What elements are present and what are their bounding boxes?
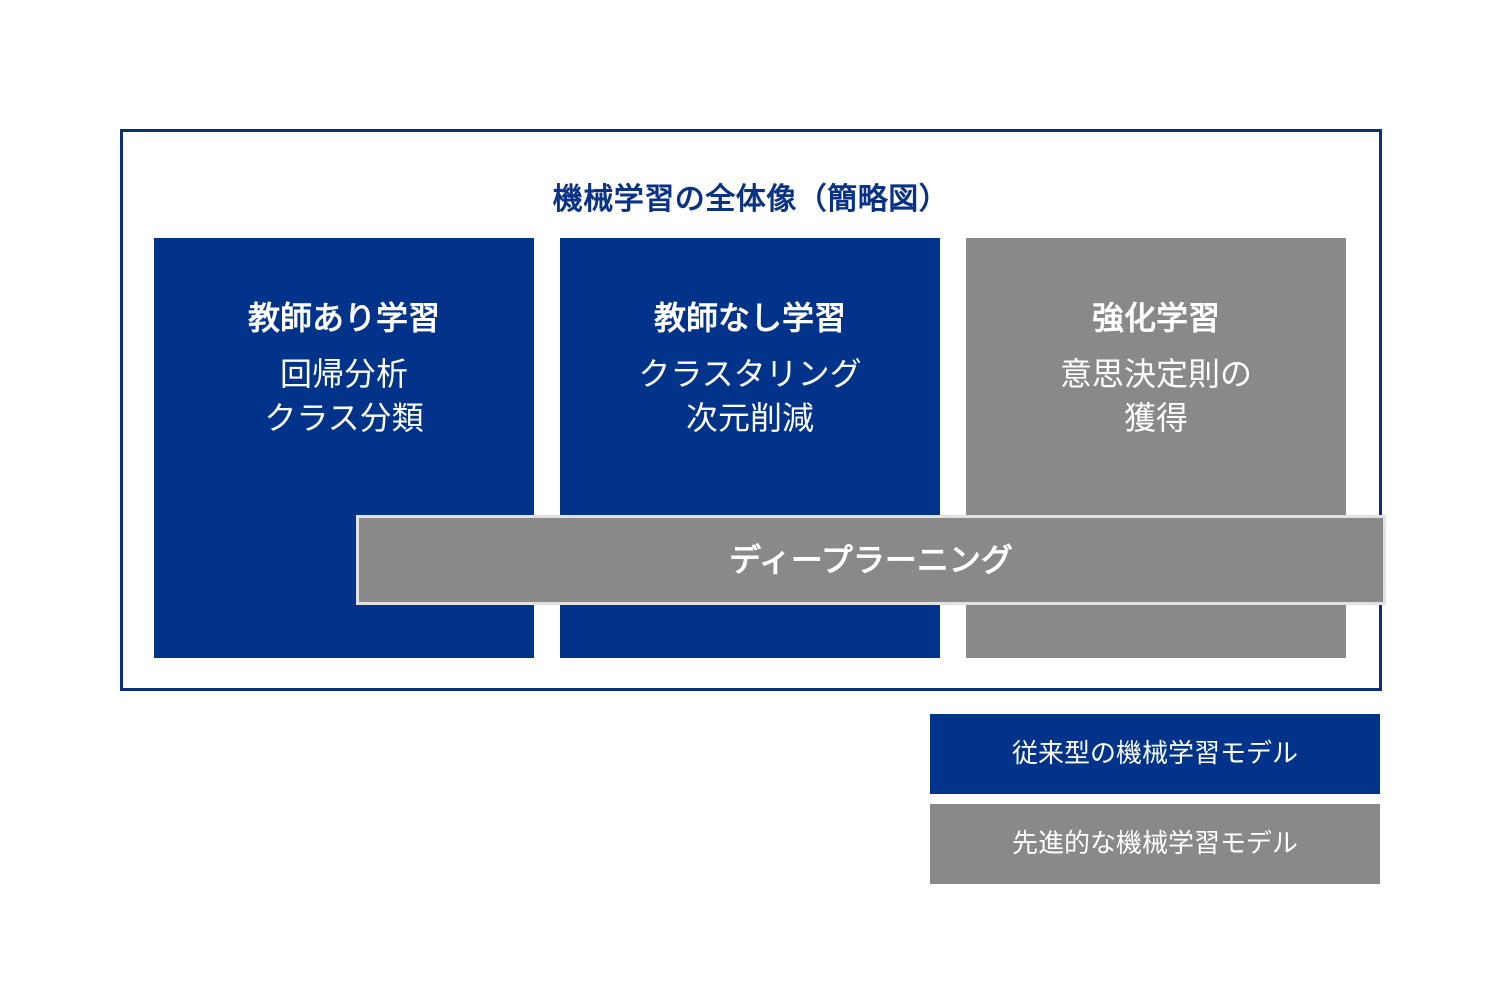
diagram-title: 機械学習の全体像（簡略図） — [552, 182, 950, 217]
legend-traditional: 従来型の機械学習モデル — [930, 714, 1380, 794]
box-item: 意思決定則の — [1059, 355, 1252, 393]
box-item: 次元削減 — [685, 399, 814, 437]
box-heading: 教師なし学習 — [653, 299, 846, 337]
box-item: クラスタリング — [638, 355, 862, 393]
legend-advanced: 先進的な機械学習モデル — [930, 804, 1380, 884]
box-item: クラス分類 — [264, 399, 424, 437]
box-heading: 強化学習 — [1091, 299, 1220, 337]
box-item: 回帰分析 — [279, 355, 408, 393]
box-items: 回帰分析 クラス分類 — [154, 352, 534, 440]
box-items: 意思決定則の 獲得 — [966, 352, 1346, 440]
supervised-learning-box: 教師あり学習 回帰分析 クラス分類 — [154, 238, 534, 658]
box-heading: 教師あり学習 — [247, 299, 440, 337]
deep-learning-bar: ディープラーニング — [356, 515, 1386, 605]
diagram-frame: 機械学習の全体像（簡略図） 教師あり学習 回帰分析 クラス分類 教師なし学習 ク… — [120, 129, 1386, 691]
box-items: クラスタリング 次元削減 — [560, 352, 940, 440]
box-item: 獲得 — [1123, 399, 1188, 437]
